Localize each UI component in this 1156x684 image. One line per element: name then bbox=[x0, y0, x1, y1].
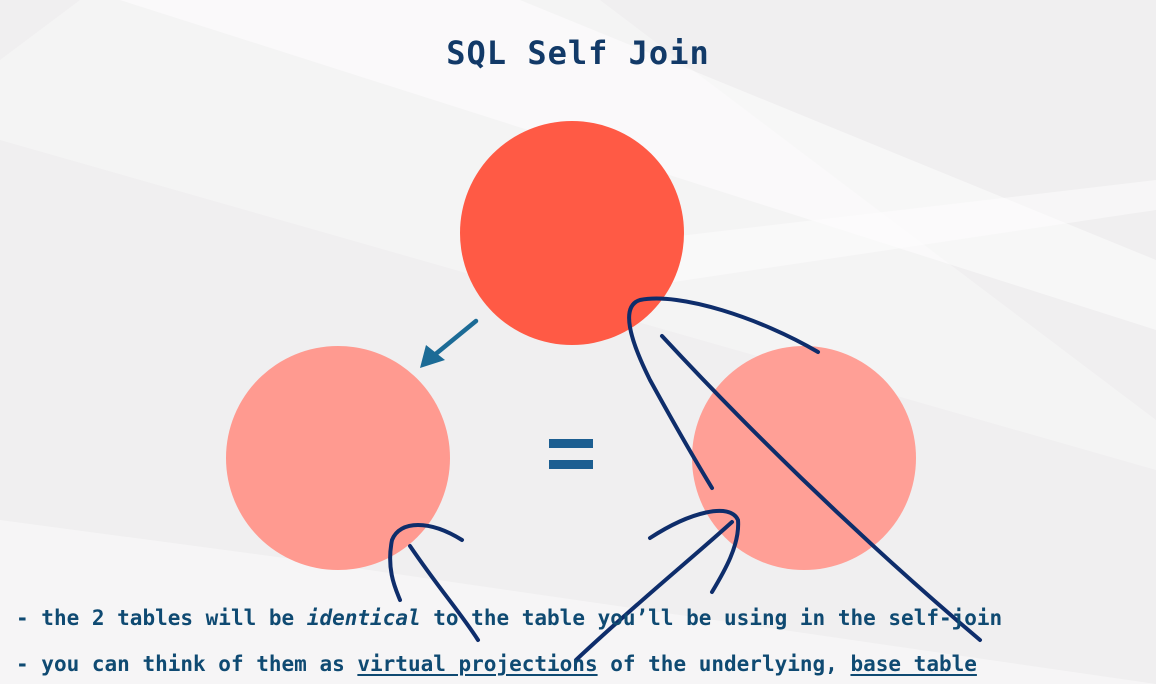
bullet-text-pre: you can think of them as bbox=[41, 652, 358, 676]
handdrawn-annotations bbox=[388, 296, 982, 662]
right-projection-circle bbox=[692, 346, 916, 570]
arrow-icon bbox=[420, 318, 479, 368]
bullet-underline-virtual-projections: virtual projections bbox=[357, 652, 598, 676]
bullet-emphasis: identical bbox=[306, 606, 421, 630]
equals-sign bbox=[549, 439, 593, 469]
bullet-text-mid: of the underlying, bbox=[597, 652, 851, 676]
bullet-virtual-projections: - you can think of them as virtual proje… bbox=[16, 652, 977, 676]
slide-title: SQL Self Join bbox=[446, 34, 710, 72]
bullet-dash: - bbox=[16, 606, 42, 630]
base-table-circle bbox=[460, 121, 684, 345]
bullet-text-post: to the table you’ll be using in the self… bbox=[420, 606, 1003, 630]
bullet-identical: - the 2 tables will be identical to the … bbox=[16, 606, 1002, 630]
left-projection-circle bbox=[226, 346, 450, 570]
bullet-dash: - bbox=[16, 652, 42, 676]
bullet-text-pre: the 2 tables will be bbox=[41, 606, 307, 630]
bullet-underline-base-table: base table bbox=[850, 652, 977, 676]
